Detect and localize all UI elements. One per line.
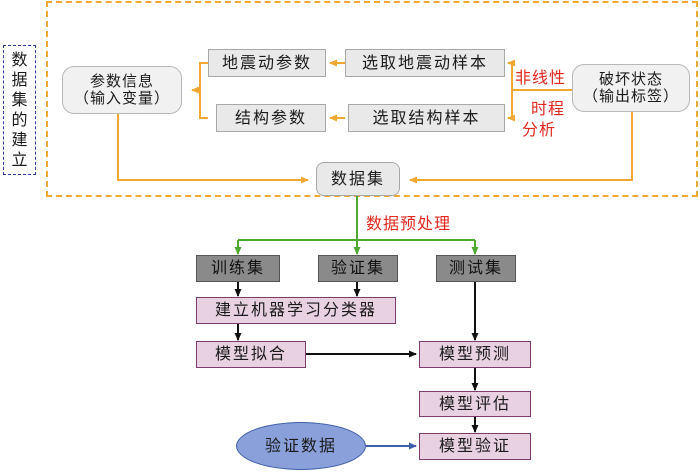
dataset-construction-frame (46, 1, 698, 197)
damage-state-subtitle: （输出标签） (582, 87, 679, 105)
build-classifier-node: 建立机器学习分类器 (196, 297, 396, 324)
model-predict-node: 模型预测 (419, 341, 531, 368)
bracket-struct-to-param-info (199, 90, 208, 119)
param-info-node: 参数信息 （输入变量） (62, 66, 182, 114)
model-verify-node: 模型验证 (419, 433, 531, 460)
bracket-right-to-struct-select (507, 90, 515, 122)
time-history-label-2: 分析 (522, 120, 557, 139)
seismic-params-node: 地震动参数 (208, 49, 326, 77)
valid-set-node: 验证集 (318, 255, 398, 282)
select-seismic-node: 选取地震动样本 (345, 49, 505, 77)
struct-params-node: 结构参数 (216, 104, 326, 132)
param-info-subtitle: （输入变量） (73, 89, 170, 107)
arrow-damage-to-dataset (409, 112, 633, 184)
model-eval-node: 模型评估 (419, 391, 531, 417)
damage-state-title: 破坏状态 (598, 69, 663, 88)
param-info-title: 参数信息 (89, 71, 154, 90)
model-fit-node: 模型拟合 (196, 341, 306, 368)
select-struct-node: 选取结构样本 (348, 104, 505, 132)
dataset-node: 数据集 (316, 162, 400, 196)
damage-state-node: 破坏状态 （输出标签） (572, 64, 690, 112)
train-set-node: 训练集 (196, 255, 280, 282)
nonlinear-label: 非线性 (515, 68, 567, 87)
bracket-seismic-to-param-info (191, 62, 208, 94)
side-label: 数据集的建立 (3, 45, 36, 175)
arrow-param-info-to-dataset (117, 114, 309, 184)
verify-data-ellipse: 验证数据 (236, 422, 366, 470)
time-history-label-1: 时程 (531, 99, 566, 118)
test-set-node: 测试集 (436, 255, 516, 282)
bracket-right-to-selects (507, 59, 572, 91)
preprocess-label: 数据预处理 (366, 214, 452, 233)
